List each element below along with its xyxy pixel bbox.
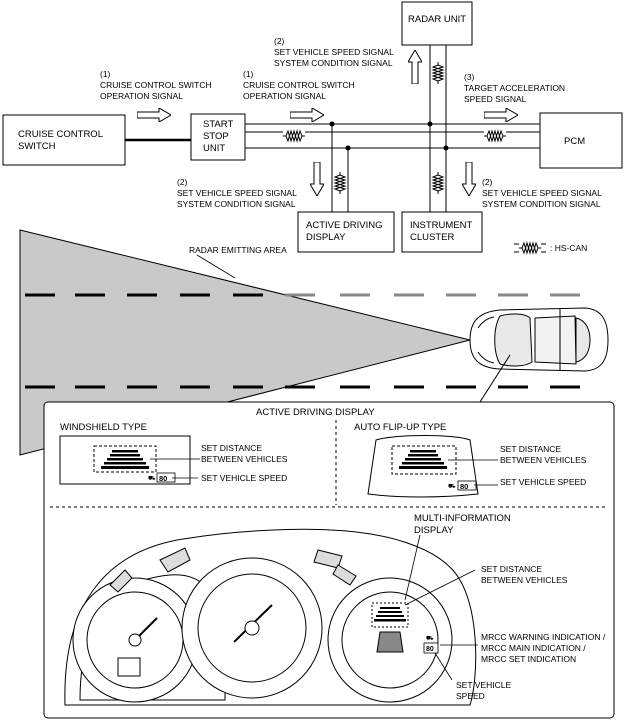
windshield-speed-value: 80 <box>159 474 167 483</box>
windshield-display: ⛟ 80 <box>59 435 191 485</box>
mrcc-2: MRCC MAIN INDICATION / <box>481 643 586 653</box>
signal-arrow-right-icon <box>137 108 171 122</box>
cruise-icon: ⛟ <box>148 476 156 482</box>
start-stop-label-1: START <box>203 119 233 130</box>
pcm-box: PCM <box>539 112 623 169</box>
svg-text:SET VEHICLE SPEED SIGNAL: SET VEHICLE SPEED SIGNAL <box>482 188 602 198</box>
leader <box>404 569 476 606</box>
cluster-speed-value: 80 <box>426 646 434 653</box>
svg-text:SPEED SIGNAL: SPEED SIGNAL <box>464 94 527 104</box>
radar-unit-label: RADAR UNIT <box>408 14 466 25</box>
instrument-cluster-box: INSTRUMENT CLUSTER <box>401 211 483 253</box>
can-bus <box>245 45 540 212</box>
start-stop-label-3: UNIT <box>203 143 225 154</box>
cruise-switch-label-2: SWITCH <box>18 141 56 152</box>
radar-area-leader <box>196 254 236 279</box>
fu-set-speed: SET VEHICLE SPEED <box>500 477 586 487</box>
svg-text:(1): (1) <box>100 69 111 79</box>
hs-can-label: : HS-CAN <box>550 243 587 253</box>
signal-arrow-up-icon <box>408 50 422 84</box>
can-coil-icon <box>519 241 541 255</box>
fu-set-distance-2: BETWEEN VEHICLES <box>500 455 587 465</box>
cl-set-speed-2: SPEED <box>456 691 485 701</box>
callout-leader <box>479 354 511 403</box>
ws-set-distance-2: BETWEEN VEHICLES <box>201 454 288 464</box>
can-coil-icon <box>283 129 305 143</box>
svg-text:SYSTEM CONDITION SIGNAL: SYSTEM CONDITION SIGNAL <box>274 58 393 68</box>
mid-title-2: DISPLAY <box>414 525 454 536</box>
svg-text:(3): (3) <box>464 72 475 82</box>
ad-box-label-1: ACTIVE DRIVING <box>306 220 383 231</box>
svg-text:OPERATION SIGNAL: OPERATION SIGNAL <box>100 91 183 101</box>
mrcc-icon: ⛟ <box>426 636 434 642</box>
instrument-cluster-illustration: 80 ⛟ <box>64 528 477 706</box>
signal-label-s2-top: (2) SET VEHICLE SPEED SIGNAL SYSTEM COND… <box>274 36 394 68</box>
signal-label-s2-left: (2) SET VEHICLE SPEED SIGNAL SYSTEM COND… <box>177 177 297 209</box>
cruise-icon: ⛟ <box>448 484 456 490</box>
radar-beam <box>19 229 471 456</box>
cl-set-distance-2: BETWEEN VEHICLES <box>481 575 568 585</box>
leader <box>434 652 453 681</box>
svg-text:(2): (2) <box>274 36 285 46</box>
flipup-speed-value: 80 <box>460 482 468 491</box>
hs-can-legend: : HS-CAN <box>514 241 587 255</box>
svg-text:CRUISE CONTROL SWITCH: CRUISE CONTROL SWITCH <box>243 80 355 90</box>
ws-set-distance-1: SET DISTANCE <box>201 443 262 453</box>
svg-text:CRUISE CONTROL SWITCH: CRUISE CONTROL SWITCH <box>100 80 212 90</box>
active-driving-display-box: ACTIVE DRIVING DISPLAY <box>297 211 395 253</box>
flipup-type-label: AUTO FLIP-UP TYPE <box>354 422 446 433</box>
mrcc-1: MRCC WARNING INDICATION / <box>481 632 606 642</box>
mid-title-1: MULTI-INFORMATION <box>414 513 511 524</box>
speed-frame <box>156 472 176 483</box>
can-coil-icon <box>333 172 347 194</box>
svg-text:SET VEHICLE SPEED SIGNAL: SET VEHICLE SPEED SIGNAL <box>274 47 394 57</box>
signal-arrow-down-icon <box>310 162 324 196</box>
signal-label-s3: (3) TARGET ACCELERATION SPEED SIGNAL <box>464 72 565 104</box>
distance-bars-icon <box>399 450 447 469</box>
can-coil-icon <box>431 172 445 194</box>
radar-unit-box: RADAR UNIT <box>401 1 473 46</box>
signal-arrow-right-icon <box>484 108 518 122</box>
ic-box-label-2: CLUSTER <box>410 232 454 243</box>
can-coil-icon <box>431 62 445 84</box>
svg-text:SYSTEM CONDITION SIGNAL: SYSTEM CONDITION SIGNAL <box>177 199 296 209</box>
signal-label-s2-right: (2) SET VEHICLE SPEED SIGNAL SYSTEM COND… <box>482 177 602 209</box>
svg-text:OPERATION SIGNAL: OPERATION SIGNAL <box>243 91 326 101</box>
svg-text:(1): (1) <box>243 69 254 79</box>
mrcc-3: MRCC SET INDICATION <box>481 654 576 664</box>
radar-area-label: RADAR EMITTING AREA <box>189 245 287 255</box>
ic-box-label-1: INSTRUMENT <box>410 220 472 231</box>
svg-text:(2): (2) <box>482 177 493 187</box>
signal-arrow-right-icon <box>290 108 324 122</box>
speed-frame <box>457 480 477 491</box>
pcm-label: PCM <box>564 136 585 147</box>
svg-text:(2): (2) <box>177 177 188 187</box>
cruise-switch-label-1: CRUISE CONTROL <box>18 129 103 140</box>
windshield-type-label: WINDSHIELD TYPE <box>60 422 147 433</box>
svg-text:SYSTEM CONDITION SIGNAL: SYSTEM CONDITION SIGNAL <box>482 199 601 209</box>
signal-arrow-down-icon <box>462 162 476 196</box>
start-stop-unit-box: START STOP UNIT <box>190 113 246 161</box>
fu-set-distance-1: SET DISTANCE <box>500 444 561 454</box>
active-driving-display-title: ACTIVE DRIVING DISPLAY <box>256 407 375 418</box>
vehicle-top-view-icon <box>469 307 609 372</box>
ws-set-speed: SET VEHICLE SPEED <box>201 473 287 483</box>
ad-box-label-2: DISPLAY <box>306 232 346 243</box>
cl-set-distance-1: SET DISTANCE <box>481 564 542 574</box>
cl-set-speed-1: SET VEHICLE <box>456 680 511 690</box>
signal-label-s1-mid: (1) CRUISE CONTROL SWITCH OPERATION SIGN… <box>243 69 355 101</box>
start-stop-label-2: STOP <box>203 131 229 142</box>
svg-text:SET VEHICLE SPEED SIGNAL: SET VEHICLE SPEED SIGNAL <box>177 188 297 198</box>
flipup-display: ⛟ 80 <box>367 435 479 498</box>
distance-bars-icon <box>101 450 149 469</box>
leader <box>404 534 421 601</box>
signal-label-s1-left: (1) CRUISE CONTROL SWITCH OPERATION SIGN… <box>100 69 212 101</box>
cruise-control-switch-box: CRUISE CONTROL SWITCH <box>2 114 126 166</box>
can-coil-icon <box>484 129 506 143</box>
svg-text:TARGET ACCELERATION: TARGET ACCELERATION <box>464 83 565 93</box>
